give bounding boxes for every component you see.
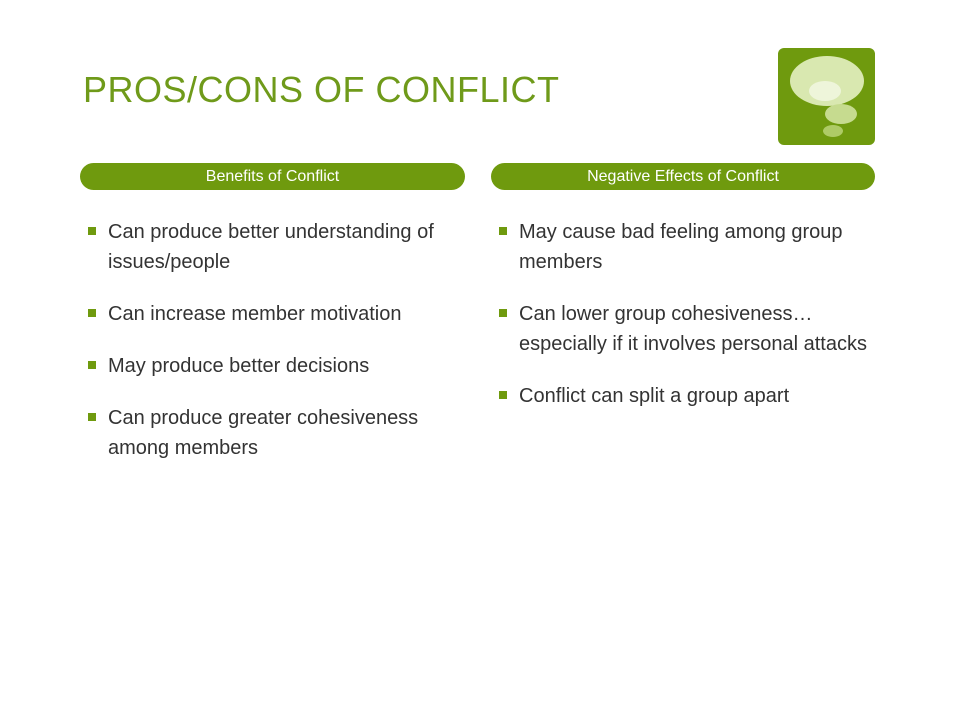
negative-effect-text: May cause bad feeling among group member… [519, 221, 843, 273]
list-item: Can increase member motivation [86, 299, 461, 329]
benefit-text: May produce better decisions [108, 355, 370, 377]
negative-effects-list: May cause bad feeling among group member… [497, 217, 872, 433]
list-item: Can produce greater cohesiveness among m… [86, 403, 461, 463]
square-bullet-icon [499, 227, 507, 235]
bubble-mid [825, 104, 857, 124]
list-item: May produce better decisions [86, 351, 461, 381]
slide-title: PROS/CONS OF CONFLICT [83, 69, 560, 110]
benefits-list: Can produce better understanding of issu… [86, 217, 461, 485]
thought-bubble-graphic [790, 56, 864, 137]
list-item: Conflict can split a group apart [497, 381, 872, 411]
square-bullet-icon [88, 227, 96, 235]
negative-effect-text: Can lower group cohesiveness…especially … [519, 303, 867, 355]
benefit-text: Can produce better understanding of issu… [108, 221, 434, 273]
bubble-large [790, 56, 864, 106]
benefits-header: Benefits of Conflict [80, 163, 465, 190]
square-bullet-icon [88, 361, 96, 369]
square-bullet-icon [88, 413, 96, 421]
negative-effect-text: Conflict can split a group apart [519, 385, 790, 407]
square-bullet-icon [499, 391, 507, 399]
negative-effects-header: Negative Effects of Conflict [491, 163, 875, 190]
square-bullet-icon [499, 309, 507, 317]
bubble-small [823, 125, 843, 137]
thought-bubble-icon [778, 48, 875, 145]
list-item: May cause bad feeling among group member… [497, 217, 872, 277]
benefit-text: Can produce greater cohesiveness among m… [108, 407, 419, 459]
list-item: Can produce better understanding of issu… [86, 217, 461, 277]
square-bullet-icon [88, 309, 96, 317]
benefit-text: Can increase member motivation [108, 303, 402, 325]
list-item: Can lower group cohesiveness…especially … [497, 299, 872, 359]
bubble-highlight [809, 81, 841, 101]
